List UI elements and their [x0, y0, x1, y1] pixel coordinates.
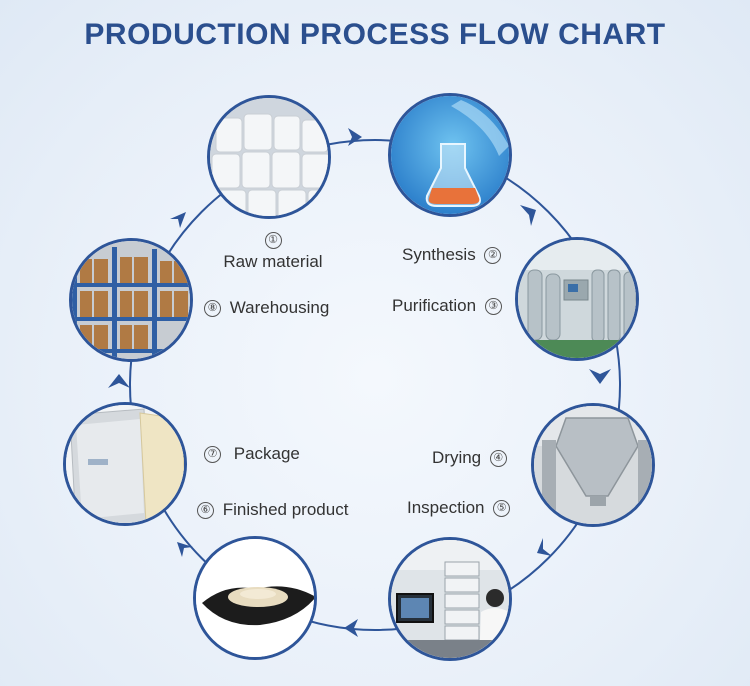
raw-material-bags-image — [210, 98, 328, 216]
arrow-7-to-8 — [108, 374, 130, 388]
step-label-synthesis: Synthesis ② — [402, 245, 505, 265]
node-finished-product — [193, 536, 317, 660]
step-text-warehousing: Warehousing — [229, 298, 330, 317]
package-bags-image — [66, 405, 184, 523]
step-label-raw-material: ① Raw material — [218, 230, 328, 272]
step-text-purification: Purification — [392, 296, 477, 315]
arrow-8-to-1 — [170, 212, 186, 228]
inspection-lab-image — [391, 540, 509, 658]
page-title: PRODUCTION PROCESS FLOW CHART — [84, 18, 666, 51]
node-warehousing — [69, 238, 193, 362]
node-inspection — [388, 537, 512, 661]
step-number-3: ③ — [484, 298, 502, 316]
step-number-1: ① — [264, 232, 282, 250]
step-text-drying: Drying — [432, 448, 482, 467]
arrow-4-to-5 — [537, 538, 552, 556]
arrow-5-to-6 — [344, 619, 358, 637]
step-label-purification: Purification ③ — [392, 296, 506, 316]
step-label-drying: Drying ④ — [432, 448, 511, 468]
step-number-8: ⑧ — [204, 300, 221, 318]
arrow-1-to-2 — [348, 128, 362, 146]
flow-arrows — [108, 128, 611, 637]
step-label-package: ⑦ Package — [200, 444, 300, 464]
step-number-7: ⑦ — [204, 446, 221, 464]
synthesis-flask-image — [391, 96, 509, 214]
step-text-inspection: Inspection — [407, 498, 485, 517]
step-label-warehousing: ⑧ Warehousing — [200, 298, 329, 318]
flow-ring-line — [129, 139, 621, 631]
step-number-6: ⑥ — [197, 502, 214, 520]
step-label-inspection: Inspection ⑤ — [407, 498, 514, 518]
arrow-3-to-4 — [589, 369, 611, 384]
node-package — [63, 402, 187, 526]
step-number-5: ⑤ — [493, 500, 511, 518]
step-text-package: Package — [233, 444, 300, 463]
step-text-finished-product: Finished product — [222, 500, 349, 519]
warehouse-shelves-image — [72, 241, 190, 359]
node-synthesis — [388, 93, 512, 217]
step-label-finished-product: ⑥ Finished product — [193, 500, 348, 520]
finished-powder-image — [196, 539, 314, 657]
node-purification — [515, 237, 639, 361]
step-text-synthesis: Synthesis — [402, 245, 476, 264]
node-drying — [531, 403, 655, 527]
node-raw-material — [207, 95, 331, 219]
arrow-2-to-3 — [520, 205, 536, 226]
purification-equipment-image — [518, 240, 636, 358]
step-number-4: ④ — [489, 450, 507, 468]
arrow-6-to-7 — [177, 542, 193, 557]
step-text-raw-material: Raw material — [223, 252, 323, 271]
step-number-2: ② — [484, 247, 502, 265]
